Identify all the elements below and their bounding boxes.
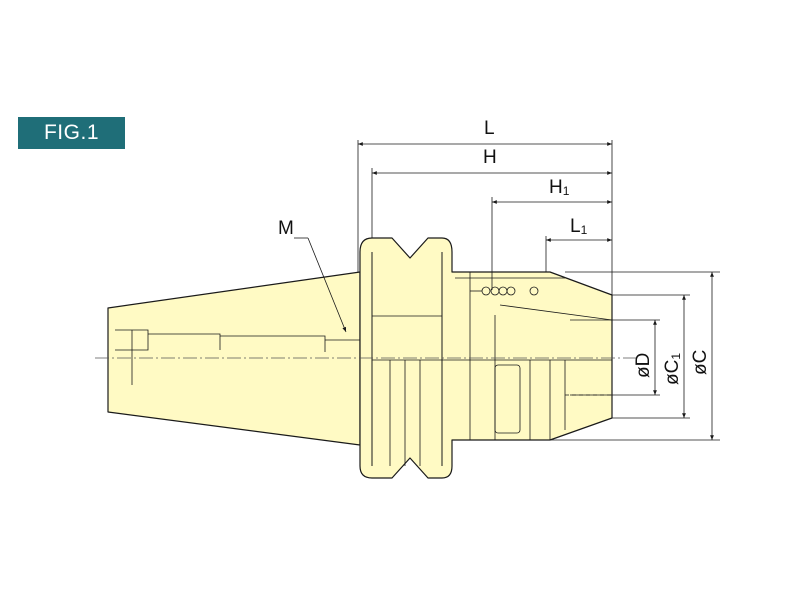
dim-label-H1: H1 — [549, 177, 570, 198]
dim-label-H: H — [483, 147, 497, 168]
dim-label-D: øD — [633, 353, 654, 378]
callout-label-m: M — [278, 218, 294, 239]
horizontal-dimensions: L H H1 L1 — [357, 118, 613, 295]
diameter-dimensions: øD øC1 øC — [550, 271, 720, 441]
figure-label-text: FIG.1 — [43, 121, 99, 144]
dim-label-L: L — [484, 118, 495, 139]
holder-body — [107, 237, 613, 479]
figure-label-badge: FIG.1 — [18, 117, 125, 149]
dim-label-L1: L1 — [570, 216, 588, 237]
taper-shank — [107, 271, 361, 446]
dim-label-C1: øC1 — [662, 353, 683, 385]
callout-m: M — [278, 218, 347, 333]
dim-label-C: øC — [690, 350, 711, 375]
